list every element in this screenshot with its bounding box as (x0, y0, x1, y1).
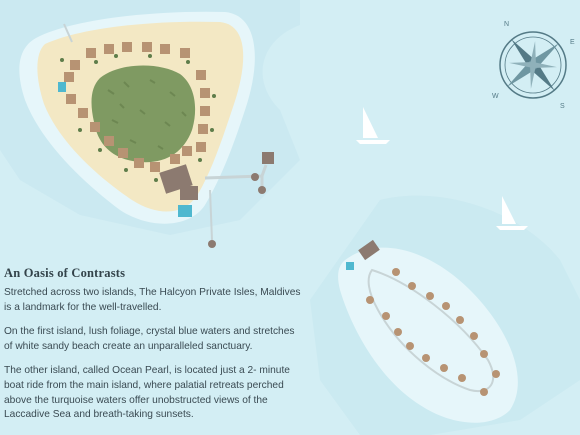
jetty-platform (251, 173, 259, 181)
sailboat (496, 196, 528, 230)
compass-south: S (560, 103, 565, 110)
ocean-pearl-lagoon (338, 247, 518, 423)
main-island-villas (64, 42, 210, 172)
paragraph-ocean-pearl: The other island, called Ocean Pearl, is… (4, 365, 290, 421)
jetty-building (262, 152, 274, 164)
compass-north: N (504, 21, 509, 28)
ocean-pearl-walkway (367, 268, 495, 393)
walkway (63, 23, 73, 43)
section-heading: An Oasis of Contrasts (4, 266, 126, 280)
jetty-platform (258, 186, 266, 194)
walkway (209, 189, 213, 241)
paragraph-intro: Stretched across two islands, The Halcyo… (4, 287, 301, 313)
arrival-building (358, 239, 380, 261)
paragraph-first-island: On the first island, lush foliage, cryst… (4, 326, 295, 352)
jungle-texture (107, 79, 187, 150)
pool (178, 205, 192, 217)
compass-west: W (492, 93, 499, 100)
walkway-platform (208, 240, 216, 248)
palm-trees (60, 54, 216, 182)
compass-east: E (570, 39, 575, 46)
description-block: An Oasis of Contrasts Stretched across t… (4, 266, 304, 433)
pool (346, 262, 354, 270)
central-building (180, 186, 198, 200)
compass-rose (499, 31, 567, 99)
sailboat (356, 107, 390, 144)
pool (58, 82, 66, 92)
water-villas (366, 268, 500, 396)
